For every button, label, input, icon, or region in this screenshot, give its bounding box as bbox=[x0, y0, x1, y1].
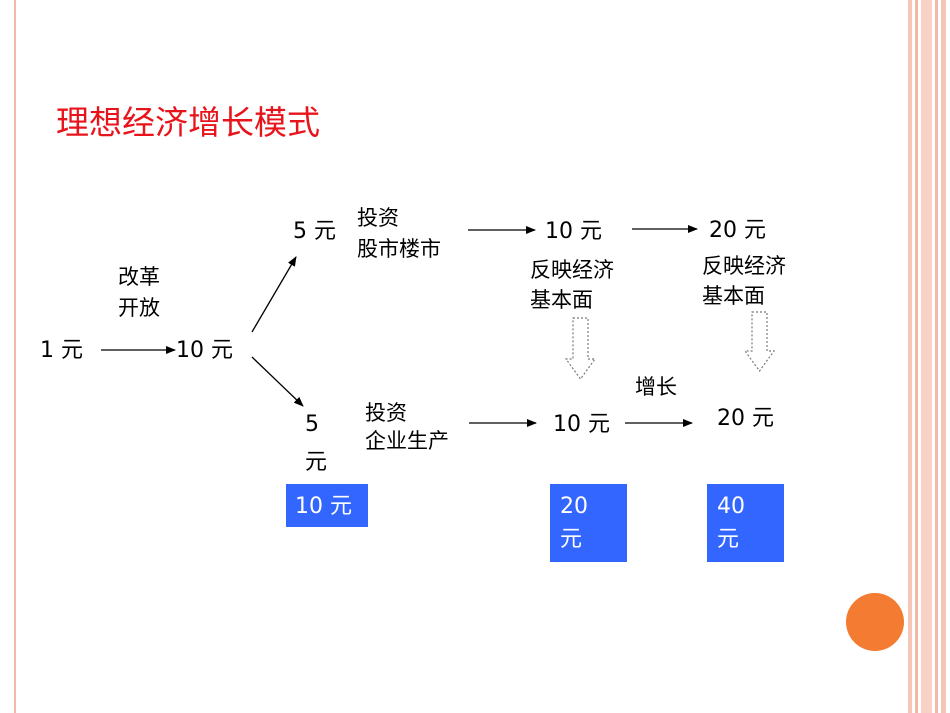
right-frame-stripe bbox=[915, 0, 918, 713]
label-reform-line2: 开放 bbox=[118, 296, 160, 320]
label-reform-line1: 改革 bbox=[118, 265, 160, 289]
right-frame-stripe bbox=[941, 0, 946, 713]
label-fundamentals-2-line2: 基本面 bbox=[702, 284, 765, 308]
label-fundamentals-1-line2: 基本面 bbox=[530, 288, 593, 312]
right-frame-stripe bbox=[921, 0, 932, 713]
total-box-3-line2: 元 bbox=[717, 527, 740, 552]
left-frame-line bbox=[14, 0, 16, 713]
slide-title: 理想经济增长模式 bbox=[56, 103, 320, 142]
node-bottom-mid: 10 元 bbox=[553, 412, 610, 437]
total-box-2: 20 元 bbox=[550, 484, 627, 562]
node-start: 1 元 bbox=[40, 338, 83, 363]
label-growth: 增长 bbox=[635, 375, 677, 399]
hollow-down-arrow-1 bbox=[564, 317, 597, 381]
label-invest-stock-line2: 股市楼市 bbox=[357, 237, 441, 261]
node-top-mid: 10 元 bbox=[545, 219, 602, 244]
total-box-2-line1: 20 bbox=[560, 494, 588, 519]
right-frame-stripe bbox=[935, 0, 938, 713]
arrow-to-top-branch bbox=[251, 256, 297, 333]
label-invest-production-line1: 投资 bbox=[365, 401, 407, 425]
node-after-reform: 10 元 bbox=[176, 338, 233, 363]
right-frame-stripe bbox=[908, 0, 912, 713]
total-box-1: 10 元 bbox=[286, 484, 368, 527]
total-box-1-text: 10 元 bbox=[295, 494, 352, 519]
node-top-end: 20 元 bbox=[709, 218, 766, 243]
decorative-orange-circle bbox=[846, 593, 904, 651]
node-bottom-split-line1: 5 bbox=[305, 412, 319, 437]
label-fundamentals-1-line1: 反映经济 bbox=[530, 258, 614, 282]
node-top-split: 5 元 bbox=[293, 219, 336, 244]
total-box-2-line2: 元 bbox=[560, 527, 583, 552]
total-box-3-line1: 40 bbox=[717, 494, 745, 519]
label-fundamentals-2-line1: 反映经济 bbox=[702, 254, 786, 278]
total-box-3: 40 元 bbox=[707, 484, 784, 562]
node-bottom-end: 20 元 bbox=[717, 406, 774, 431]
hollow-down-arrow-2 bbox=[743, 311, 776, 373]
label-invest-production-line2: 企业生产 bbox=[365, 429, 449, 453]
label-invest-stock-line1: 投资 bbox=[357, 206, 399, 230]
node-bottom-split-line2: 元 bbox=[305, 450, 328, 475]
arrow-to-bottom-branch bbox=[251, 356, 304, 407]
